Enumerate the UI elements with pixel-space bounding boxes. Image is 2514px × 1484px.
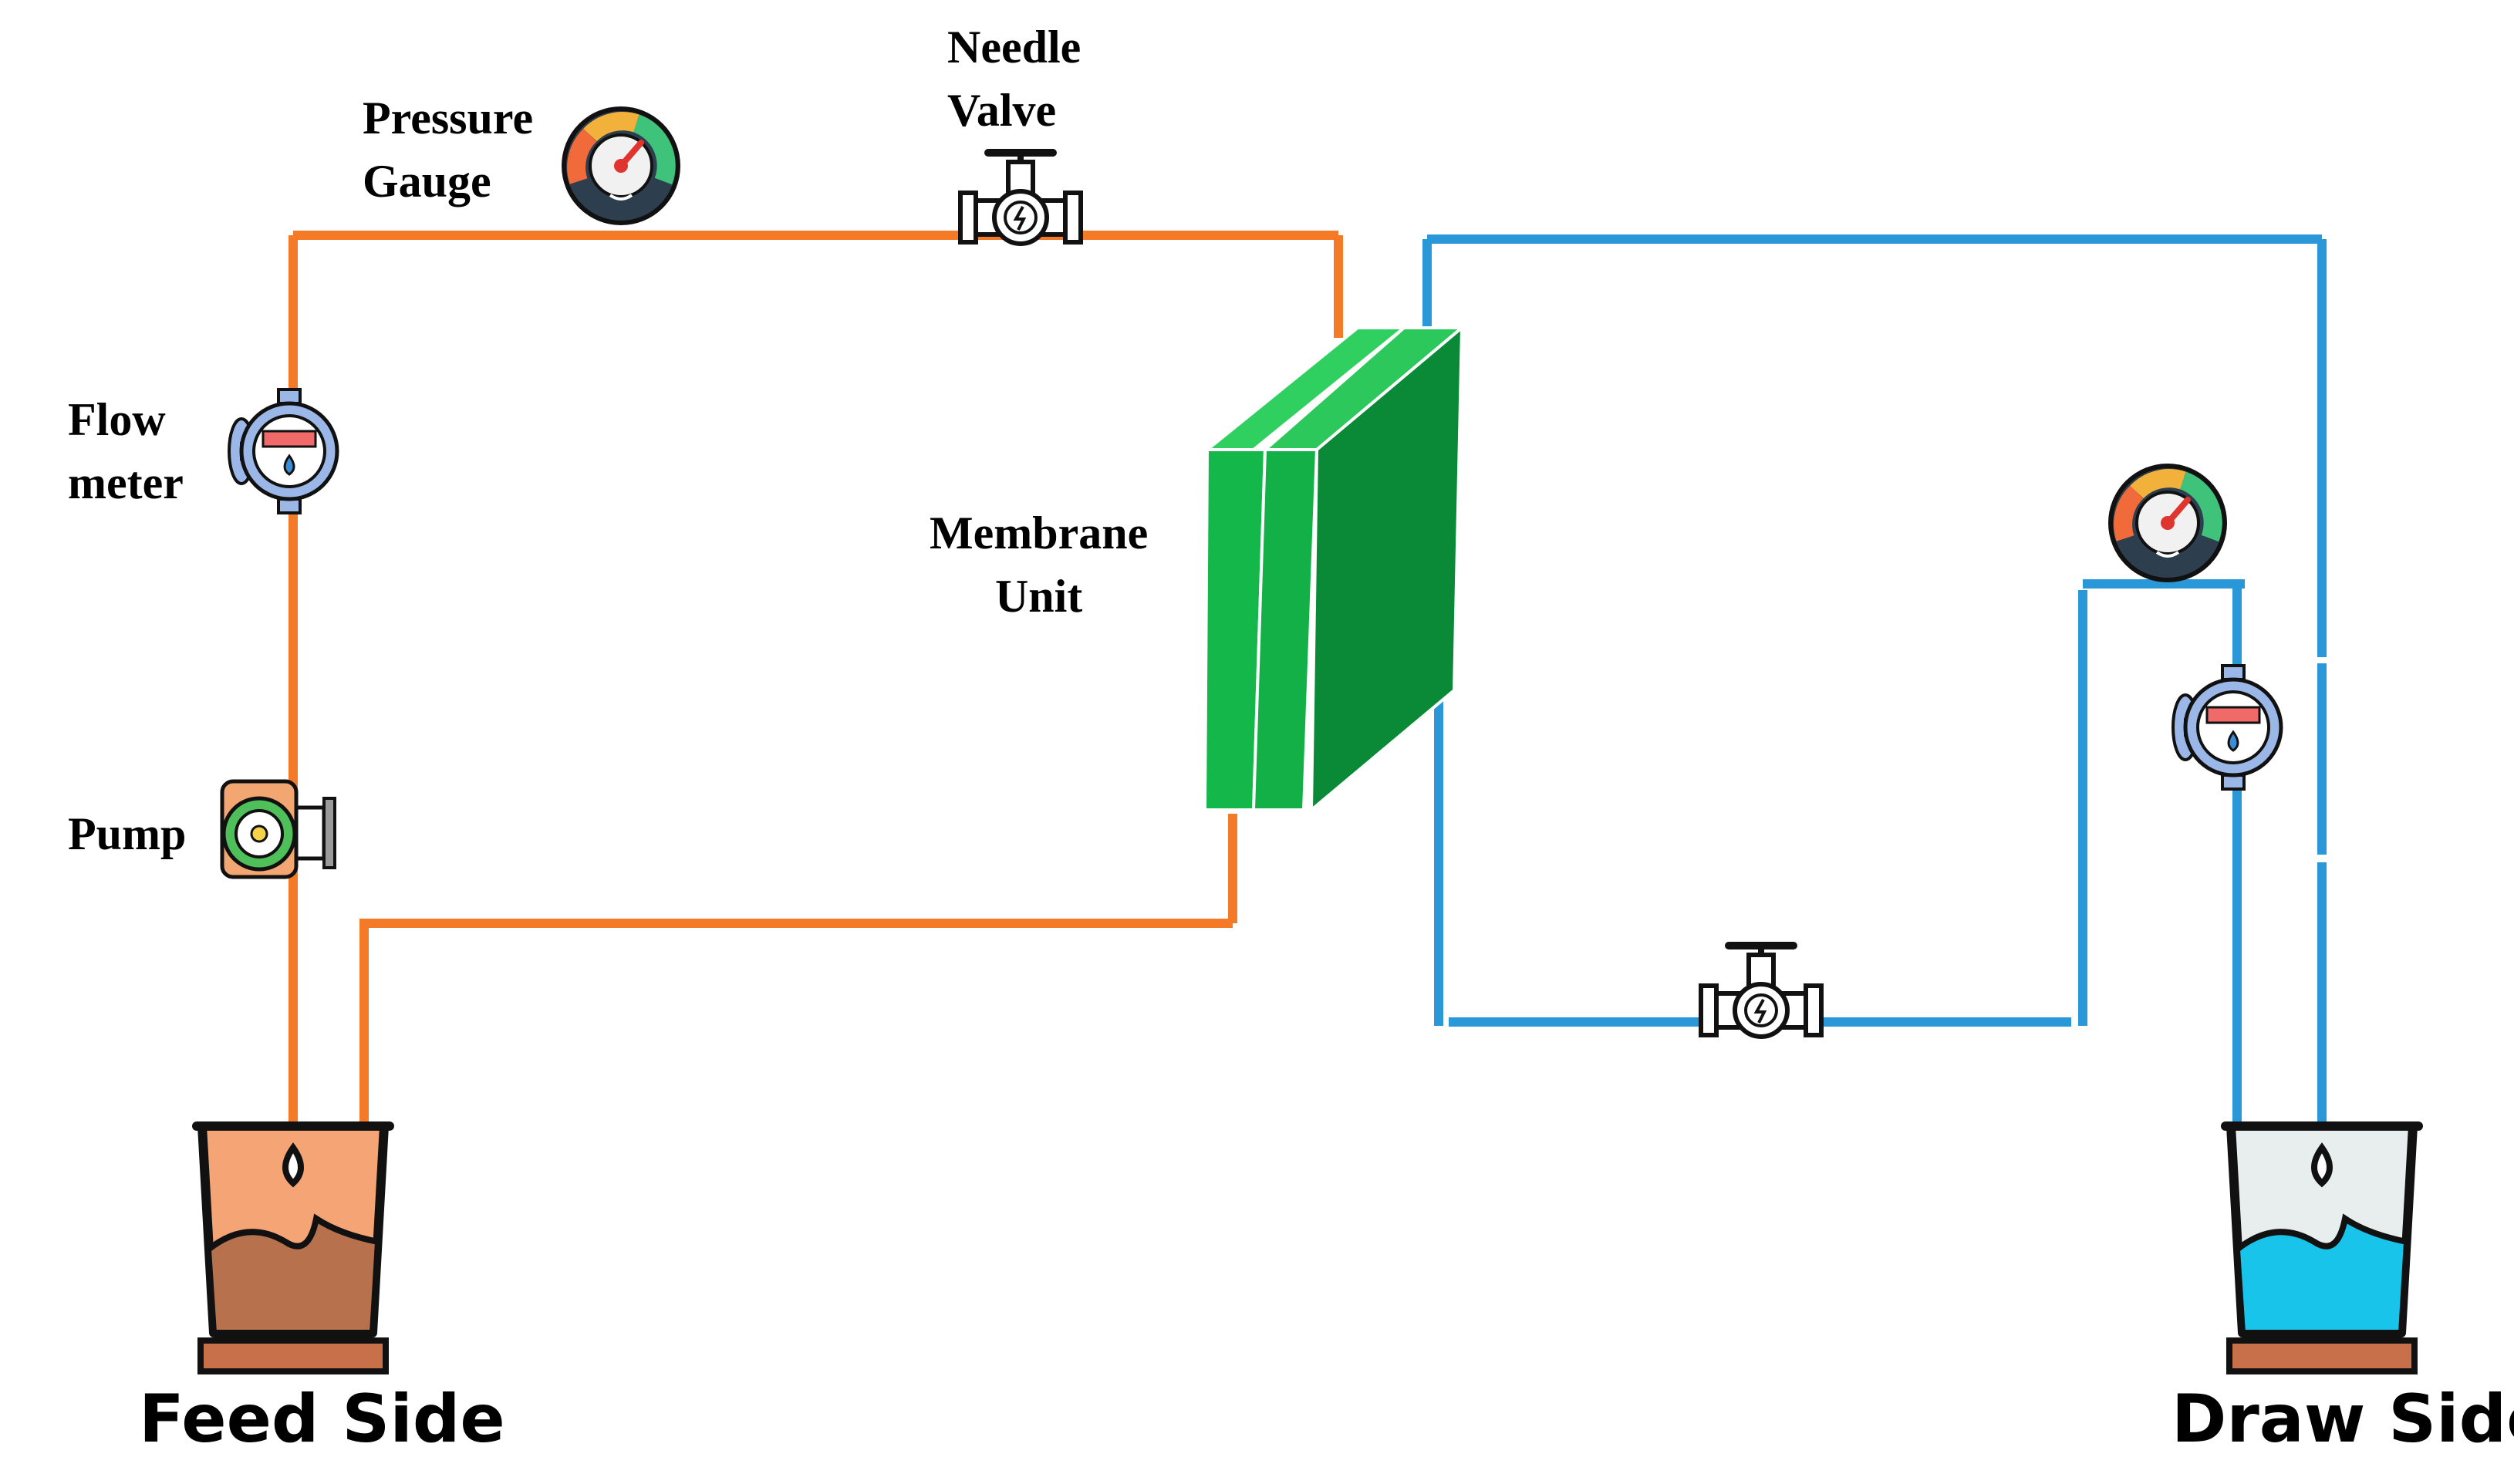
pump-icon (222, 781, 335, 877)
feed-loop-pipes (289, 231, 1343, 1134)
draw-side-label: Draw Side (2171, 1381, 2514, 1458)
flow-meter-label-line1: Flow (68, 394, 166, 445)
needle-valve-icon (1701, 946, 1821, 1037)
needle-valve-icon (960, 153, 1081, 244)
pressure-gauge-icon (2111, 466, 2225, 580)
feed-side-label: Feed Side (139, 1381, 505, 1458)
needle-valve-label-line2: Valve (947, 85, 1057, 136)
membrane-unit-label-line2: Unit (994, 571, 1083, 622)
flow-meter-icon (229, 390, 337, 513)
pressure-gauge-label-line2: Gauge (363, 156, 491, 207)
membrane-unit (1203, 324, 1466, 814)
membrane-unit-label-line1: Membrane (930, 508, 1149, 558)
pump-label: Pump (68, 808, 187, 859)
flow-meter-label-line2: meter (68, 457, 184, 508)
needle-valve-label: Needle Valve (947, 15, 1081, 142)
feed-beaker-icon (197, 1121, 390, 1371)
pressure-gauge-icon (564, 109, 678, 223)
membrane-unit-label: Membrane Unit (930, 501, 1148, 628)
flow-meter-label: Flow meter (68, 388, 184, 514)
draw-loop-pipes (1422, 234, 2327, 1134)
pressure-gauge-label: Pressure Gauge (363, 86, 533, 213)
needle-valve-label-line1: Needle (947, 22, 1082, 73)
draw-beaker-icon (2225, 1121, 2418, 1371)
pressure-gauge-label-line1: Pressure (363, 93, 534, 143)
flow-meter-icon (2173, 666, 2281, 789)
